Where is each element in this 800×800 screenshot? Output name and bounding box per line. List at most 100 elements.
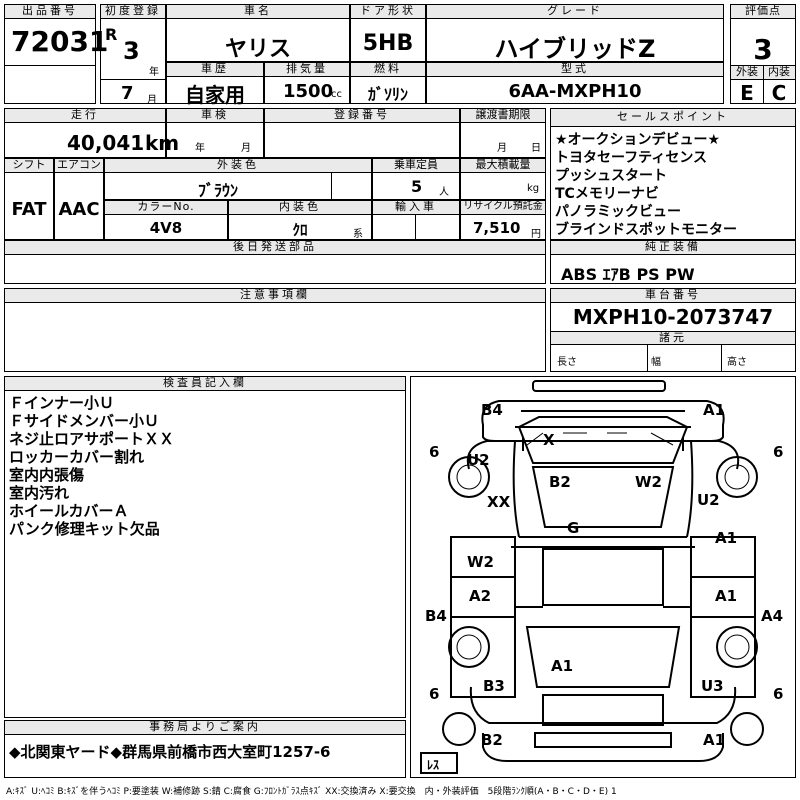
car-name: ヤリス	[224, 37, 291, 62]
name-label: 車名	[167, 5, 349, 19]
damage-mark-tire-rr: 6	[773, 685, 783, 703]
lot-box: 出品番号 72031	[4, 4, 108, 104]
registration-box: 初度登録 R 3 年 7 月	[100, 4, 166, 106]
import-label: 輸入車	[373, 201, 459, 215]
score: 3	[753, 33, 773, 66]
int-grade: C	[771, 81, 787, 105]
inspector-note-line: 室内汚れ	[9, 484, 70, 502]
damage-mark-cowl: G	[567, 519, 579, 537]
capacity-unit: 人	[439, 187, 449, 198]
regno-label: 登録番号	[265, 109, 459, 123]
notes-box: 注意事項欄	[4, 288, 546, 372]
mileage-label: 走行	[5, 109, 165, 123]
sales-point-item: ブラインドスポットモニター	[555, 222, 737, 238]
load-label: 最大積載量	[461, 159, 545, 173]
sales-point-item: パノラミックビュー	[555, 204, 681, 220]
interior-color: ｸﾛ	[292, 221, 308, 239]
equipment: ABS ｴｱB PS PW	[561, 265, 695, 284]
era: R	[105, 25, 118, 44]
insp-year-unit: 年	[195, 143, 205, 154]
damage-mark-left-rocker: B4	[425, 607, 447, 625]
car-name-box: 車名 ヤリス	[166, 4, 350, 62]
later-parts-label: 後日発送部品	[5, 241, 545, 255]
score-label: 評価点	[731, 5, 795, 19]
shift: FAT	[11, 199, 47, 220]
intcolor-unit: 系	[353, 229, 363, 240]
import-box: 輸入車	[372, 200, 460, 240]
chassis-label: 車台番号	[551, 289, 795, 303]
capacity-box: 乗車定員 5 人	[372, 158, 460, 200]
mileage: 40,041	[67, 131, 145, 155]
lot-number: 72031	[11, 25, 109, 58]
damage-mark-front-left-corner: B4	[481, 401, 503, 419]
later-parts-box: 後日発送部品	[4, 240, 546, 284]
damage-mark-tire-fl: 6	[429, 443, 439, 461]
damage-mark-right-rear-door: A1	[715, 587, 737, 605]
load-unit: kg	[527, 183, 540, 194]
inspector-note-line: パンク修理キット欠品	[9, 520, 160, 538]
color-number: 4V8	[149, 219, 183, 237]
chassis-box: 車台番号 MXPH10-2073747 諸元 長さ 幅 高さ	[550, 288, 796, 372]
mileage-unit: km	[145, 131, 180, 155]
inspector-note-line: 室内内張傷	[9, 466, 85, 484]
colorno-box: カラーNo. 4V8	[104, 200, 228, 240]
fuel-label: 燃料	[351, 63, 425, 77]
history-label: 車歴	[167, 63, 263, 77]
load-box: 最大積載量 kg	[460, 158, 546, 200]
door-box: ドア形状 5HB	[350, 4, 426, 62]
damage-mark-hood-left: XX	[487, 493, 511, 511]
damage-mark-rear-right-corner: A1	[703, 731, 725, 749]
recycle-box: リサイクル預託金 7,510 円	[460, 200, 546, 240]
model-code: 6AA-MXPH10	[508, 81, 642, 102]
score-box: 評価点 3 外装 内装 E C	[730, 4, 796, 105]
damage-mark-right-rear-fender: U3	[701, 677, 724, 695]
reg-label: 初度登録	[101, 5, 165, 19]
office-text: ◆北関東ヤード◆群馬県前橋市西大室町1257-6	[9, 743, 331, 761]
inspector-note-line: ネジ止ロアサポートＸＸ	[9, 430, 175, 448]
color-box: 外装色 ﾌﾞﾗｳﾝ	[104, 158, 372, 200]
office-label: 事務局よりご案内	[5, 721, 405, 735]
length-label: 長さ	[557, 357, 577, 368]
ext-grade: E	[740, 81, 754, 105]
equipment-label: 純正装備	[551, 241, 795, 255]
colorno-label: カラーNo.	[105, 201, 227, 215]
disp-label: 排気量	[265, 63, 349, 77]
damage-mark-right-fender: U2	[697, 491, 720, 509]
recycle-label: リサイクル預託金	[461, 201, 545, 215]
width-label: 幅	[651, 357, 661, 368]
damage-mark-left-fender: U2	[467, 451, 490, 469]
disp-unit: cc	[331, 89, 342, 100]
office-box: 事務局よりご案内 ◆北関東ヤード◆群馬県前橋市西大室町1257-6	[4, 720, 406, 778]
history: 自家用	[185, 83, 245, 107]
regno-box: 登録番号	[264, 108, 460, 158]
sales-point-item: TCメモリーナビ	[555, 186, 659, 202]
damage-mark-tire-rl: 6	[429, 685, 439, 703]
equipment-box: 純正装備 ABS ｴｱB PS PW	[550, 240, 796, 284]
shift-label: シフト	[5, 159, 53, 173]
exterior-color: ﾌﾞﾗｳﾝ	[197, 181, 238, 200]
mileage-box: 走行 40,041 km	[4, 108, 179, 158]
inspection-label: 車検	[167, 109, 263, 123]
inspector-note-line: ホイールカバーＡ	[9, 502, 129, 520]
displacement-box: 排気量 1500 cc	[264, 62, 350, 104]
sales-point-item: ★オークションデビュー★	[555, 132, 721, 148]
height-label: 高さ	[727, 357, 747, 368]
color-label: 外装色	[105, 159, 371, 173]
damage-mark-left-rear-door: A2	[469, 587, 491, 605]
chassis-number: MXPH10-2073747	[572, 305, 774, 329]
month-unit: 月	[147, 95, 157, 106]
grade-label: グレード	[427, 5, 723, 19]
inspector-note-line: Ｆインナー小Ｕ	[9, 394, 115, 412]
transfer-label: 譲渡書期限	[461, 109, 545, 123]
inspector-note-line: ロッカーカバー割れ	[9, 448, 145, 466]
damage-mark-windshield: X	[543, 431, 555, 449]
recycle-fee: 7,510	[473, 219, 521, 237]
sales-label: セールスポイント	[551, 109, 795, 127]
damage-mark-left-rear-fender: B3	[483, 677, 505, 695]
displacement: 1500	[283, 81, 334, 102]
ac-label: エアコン	[55, 158, 103, 173]
insp-month-unit: 月	[241, 143, 251, 154]
